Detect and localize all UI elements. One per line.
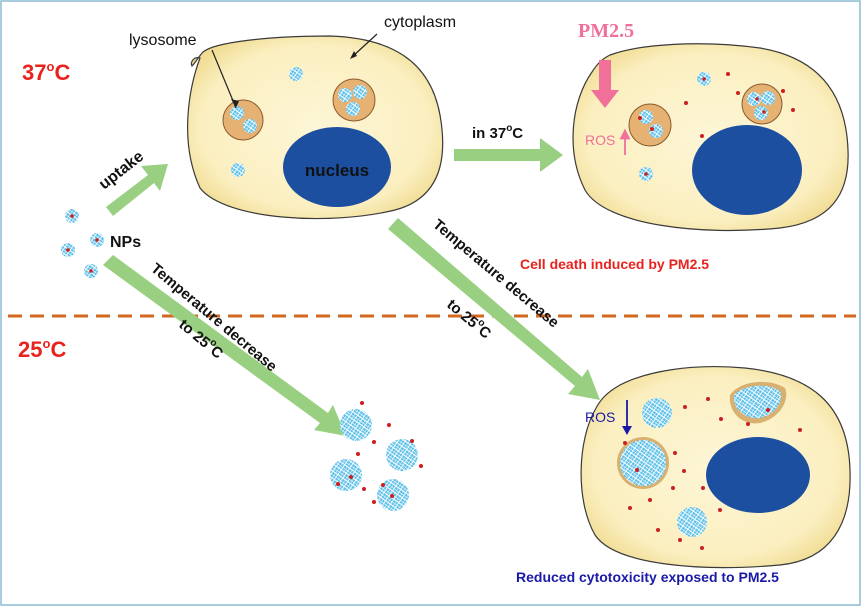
np-cluster xyxy=(61,209,104,278)
cell-25c xyxy=(580,366,851,569)
np-particle xyxy=(243,119,257,133)
pm25-label: PM2.5 xyxy=(578,20,634,42)
np-particle-large xyxy=(386,439,418,471)
nps-label: NPs xyxy=(110,234,141,251)
pm25-particles xyxy=(638,72,795,176)
np-particle-large xyxy=(677,507,707,537)
np-particle xyxy=(230,106,244,120)
uptake-arrow xyxy=(106,164,168,216)
np-particle-large xyxy=(620,440,666,486)
cell-death-caption: Cell death induced by PM2.5 xyxy=(520,256,709,272)
pm25-arrow xyxy=(591,60,619,108)
lysosome-pointer xyxy=(211,49,237,109)
lysosome-label: lysosome xyxy=(129,32,197,49)
nucleus-shape xyxy=(283,127,391,207)
temp-37-label: 37oC xyxy=(22,59,70,85)
nucleus-shape xyxy=(692,125,802,215)
np-to-25c-arrow xyxy=(103,255,346,436)
np-particle-large xyxy=(340,409,372,441)
cell-37c xyxy=(572,43,849,232)
cell-uptake: nucleus xyxy=(187,35,444,220)
nucleus-label: nucleus xyxy=(305,161,369,180)
cell-to-25c-arrow xyxy=(388,218,600,400)
np-particle xyxy=(754,106,768,120)
np-particle xyxy=(346,102,360,116)
np-particle xyxy=(353,85,367,99)
cytoplasm-label: cytoplasm xyxy=(384,14,456,31)
reduced-cytotoxicity-caption: Reduced cytotoxicity exposed to PM2.5 xyxy=(516,569,779,585)
np-particle xyxy=(338,88,352,102)
in37-label: in 37oC xyxy=(472,123,523,142)
cytoplasm-pointer xyxy=(351,33,378,58)
lysosome-left xyxy=(222,99,264,141)
np-particle-large xyxy=(642,398,672,428)
np-particle xyxy=(639,110,653,124)
nucleus-shape xyxy=(706,437,810,513)
np-particle xyxy=(289,67,303,81)
np-particle xyxy=(761,91,775,105)
np-particle xyxy=(231,163,245,177)
np-particle-large xyxy=(330,459,362,491)
np-particle xyxy=(747,92,761,106)
np-particle xyxy=(649,124,663,138)
lysosome-left xyxy=(628,103,672,147)
in37-arrow xyxy=(454,138,563,172)
pm25-particles xyxy=(623,397,802,550)
ros-down-label: ROS xyxy=(585,409,615,425)
temp-25-label: 25oC xyxy=(18,336,66,362)
np-aggregate-cluster xyxy=(330,401,423,511)
ros-up-label: ROS xyxy=(585,132,615,148)
